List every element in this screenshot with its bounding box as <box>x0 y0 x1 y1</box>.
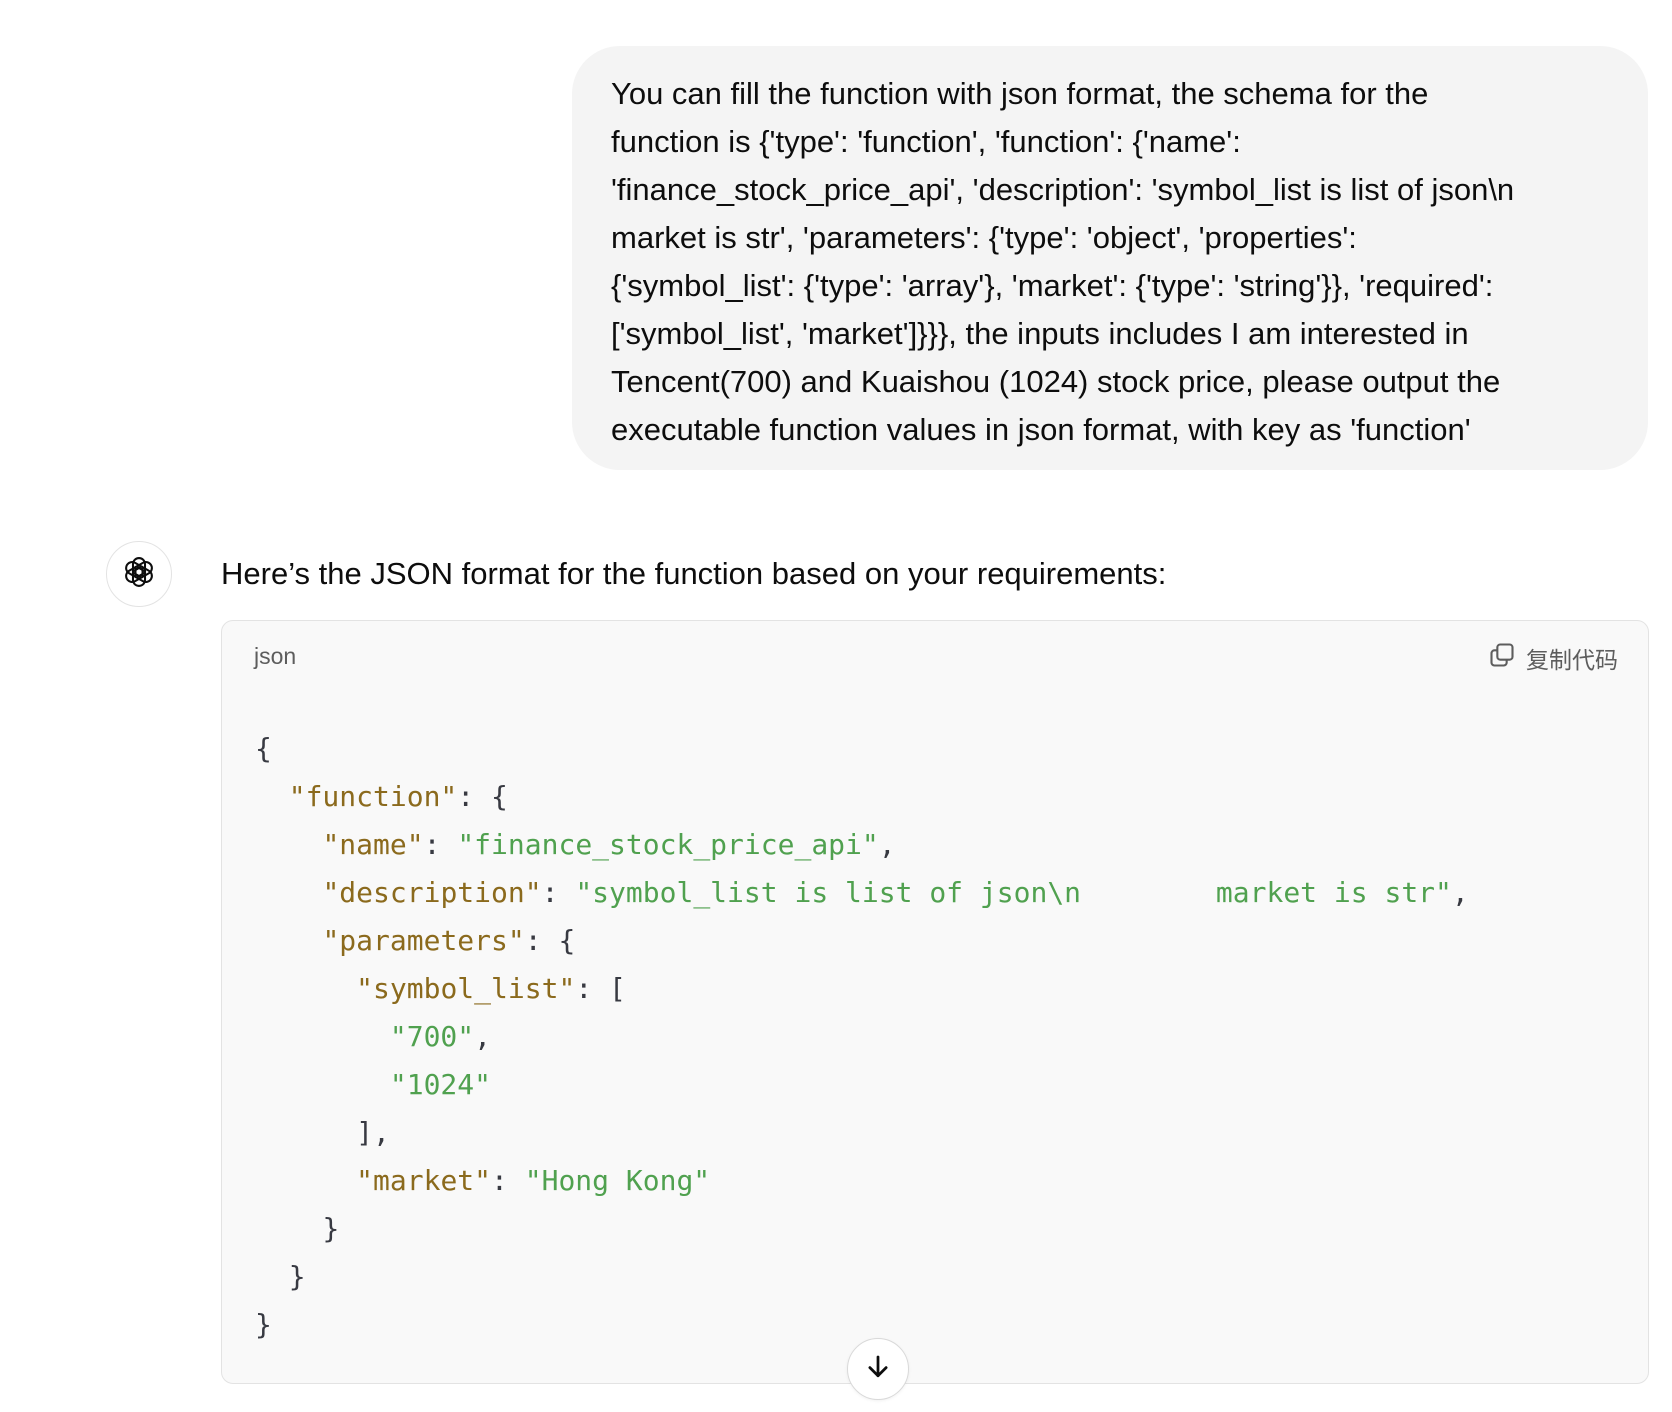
json-key-symbol-list: "symbol_list" <box>356 972 576 1005</box>
user-message-line: market is str', 'parameters': {'type': '… <box>611 220 1357 255</box>
copy-code-label: 复制代码 <box>1526 648 1618 674</box>
json-value-market: "Hong Kong" <box>524 1164 711 1197</box>
json-key-function: "function" <box>288 780 458 813</box>
user-message-line: You can fill the function with json form… <box>611 76 1429 111</box>
user-message-line: 'finance_stock_price_api', 'description'… <box>611 172 1515 207</box>
code-token: } <box>255 1308 272 1341</box>
user-message-line: executable function values in json forma… <box>611 412 1471 447</box>
user-message-line: function is {'type': 'function', 'functi… <box>611 124 1241 159</box>
json-key-description: "description" <box>322 876 542 909</box>
json-value-symbol: "1024" <box>389 1068 492 1101</box>
user-message-bubble: You can fill the function with json form… <box>572 46 1648 470</box>
code-language-label: json <box>254 643 297 669</box>
copy-icon <box>1488 641 1516 675</box>
user-message-line: {'symbol_list': {'type': 'array'}, 'mark… <box>611 268 1494 303</box>
code-token: { <box>255 732 272 765</box>
user-message-line: ['symbol_list', 'market']}}}, the inputs… <box>611 316 1469 351</box>
json-key-name: "name" <box>322 828 424 861</box>
assistant-intro-text: Here’s the JSON format for the function … <box>221 556 1167 591</box>
code-block: json 复制代码 { "function": { "name": "finan… <box>221 620 1649 1384</box>
json-value-description: "symbol_list is list of json\n market is… <box>575 876 1452 909</box>
json-value-name: "finance_stock_price_api" <box>457 828 879 861</box>
json-key-parameters: "parameters" <box>322 924 525 957</box>
assistant-avatar <box>106 541 172 607</box>
json-value-symbol: "700" <box>389 1020 475 1053</box>
json-key-market: "market" <box>356 1164 492 1197</box>
arrow-down-icon <box>863 1352 893 1387</box>
scroll-to-bottom-button[interactable] <box>847 1338 909 1400</box>
user-message-line: Tencent(700) and Kuaishou (1024) stock p… <box>611 364 1501 399</box>
copy-code-button[interactable]: 复制代码 <box>1488 641 1618 675</box>
code-content: { "function": { "name": "finance_stock_p… <box>255 732 1469 1341</box>
openai-logo-icon <box>120 553 158 596</box>
